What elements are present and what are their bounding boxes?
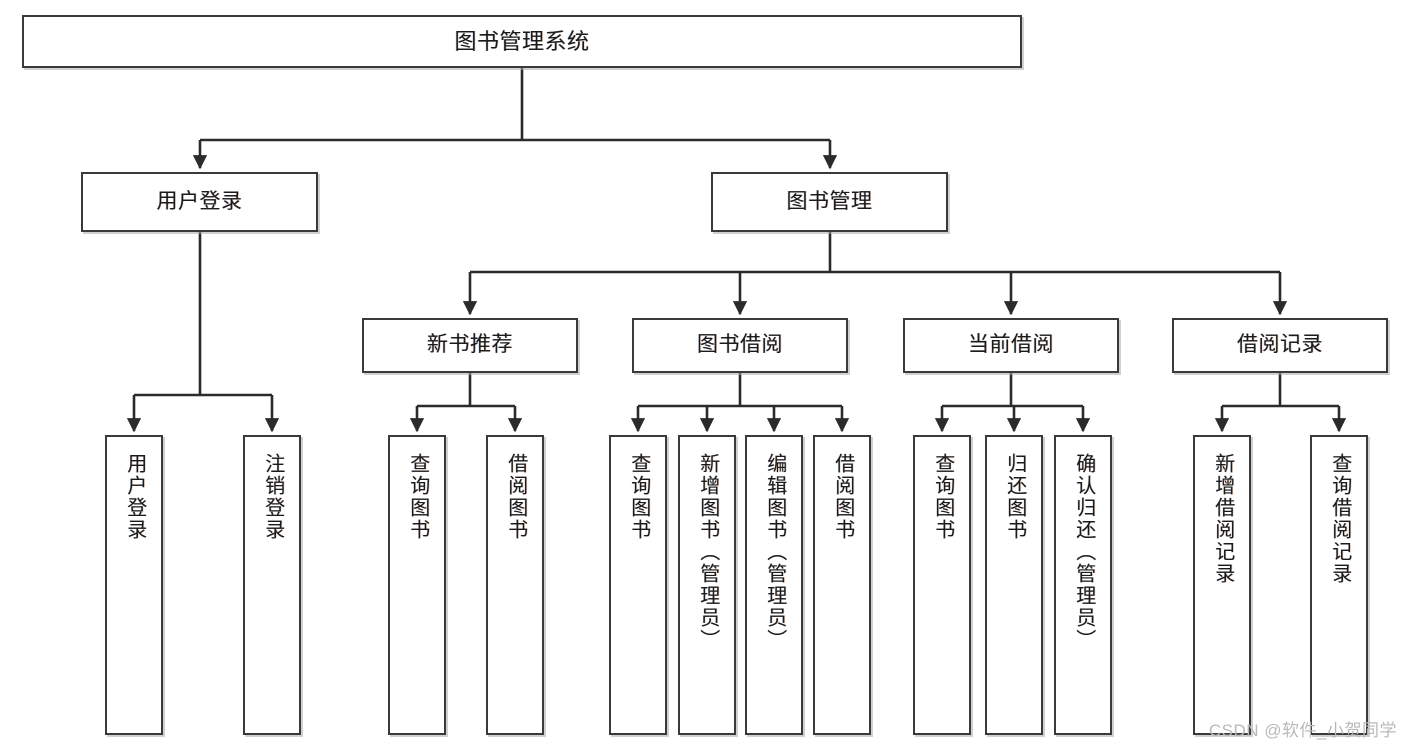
node-current-borrow[interactable]: 当前借阅 <box>903 318 1119 373</box>
node-leaf-add-book[interactable]: 新增图书（管理员） <box>678 435 736 735</box>
node-leaf-user-login[interactable]: 用户登录 <box>105 435 163 735</box>
node-leaf-confirm-return[interactable]: 确认归还（管理员） <box>1054 435 1112 735</box>
node-leaf-query-book-1[interactable]: 查询图书 <box>388 435 446 735</box>
node-leaf-user-logout-label: 注销登录 <box>261 453 284 541</box>
node-leaf-add-record-label: 新增借阅记录 <box>1211 453 1234 585</box>
node-leaf-add-book-label: 新增图书（管理员） <box>696 453 719 651</box>
node-book-borrow-label: 图书借阅 <box>697 333 783 357</box>
node-leaf-user-login-label: 用户登录 <box>123 453 146 541</box>
node-leaf-confirm-return-label: 确认归还（管理员） <box>1072 453 1095 651</box>
node-book-manage[interactable]: 图书管理 <box>711 172 948 232</box>
node-leaf-query-book-1-label: 查询图书 <box>406 453 429 541</box>
node-leaf-borrow-book-1-label: 借阅图书 <box>504 453 527 541</box>
node-leaf-borrow-book-2-label: 借阅图书 <box>831 453 854 541</box>
node-leaf-return-book[interactable]: 归还图书 <box>985 435 1043 735</box>
node-book-borrow[interactable]: 图书借阅 <box>632 318 848 373</box>
node-leaf-query-record[interactable]: 查询借阅记录 <box>1310 435 1368 735</box>
node-leaf-query-book-2-label: 查询图书 <box>627 453 650 541</box>
node-leaf-edit-book[interactable]: 编辑图书（管理员） <box>745 435 803 735</box>
node-leaf-add-record[interactable]: 新增借阅记录 <box>1193 435 1251 735</box>
watermark: CSDN @软件_小贺同学 <box>1208 721 1397 740</box>
node-leaf-user-logout[interactable]: 注销登录 <box>243 435 301 735</box>
node-user-login[interactable]: 用户登录 <box>81 172 318 232</box>
node-current-borrow-label: 当前借阅 <box>968 333 1054 357</box>
node-leaf-borrow-book-1[interactable]: 借阅图书 <box>486 435 544 735</box>
node-book-manage-label: 图书管理 <box>786 189 873 213</box>
node-leaf-query-book-3-label: 查询图书 <box>931 453 954 541</box>
node-leaf-return-book-label: 归还图书 <box>1003 453 1026 541</box>
node-new-book-recommend[interactable]: 新书推荐 <box>362 318 578 373</box>
node-root-label: 图书管理系统 <box>454 28 590 54</box>
node-borrow-record[interactable]: 借阅记录 <box>1172 318 1388 373</box>
node-leaf-query-book-3[interactable]: 查询图书 <box>913 435 971 735</box>
node-leaf-query-record-label: 查询借阅记录 <box>1328 453 1351 585</box>
node-borrow-record-label: 借阅记录 <box>1237 333 1323 357</box>
node-leaf-query-book-2[interactable]: 查询图书 <box>609 435 667 735</box>
node-leaf-borrow-book-2[interactable]: 借阅图书 <box>813 435 871 735</box>
node-root[interactable]: 图书管理系统 <box>22 15 1022 68</box>
node-leaf-edit-book-label: 编辑图书（管理员） <box>763 453 786 651</box>
node-user-login-label: 用户登录 <box>156 189 243 213</box>
node-new-book-recommend-label: 新书推荐 <box>427 333 513 357</box>
